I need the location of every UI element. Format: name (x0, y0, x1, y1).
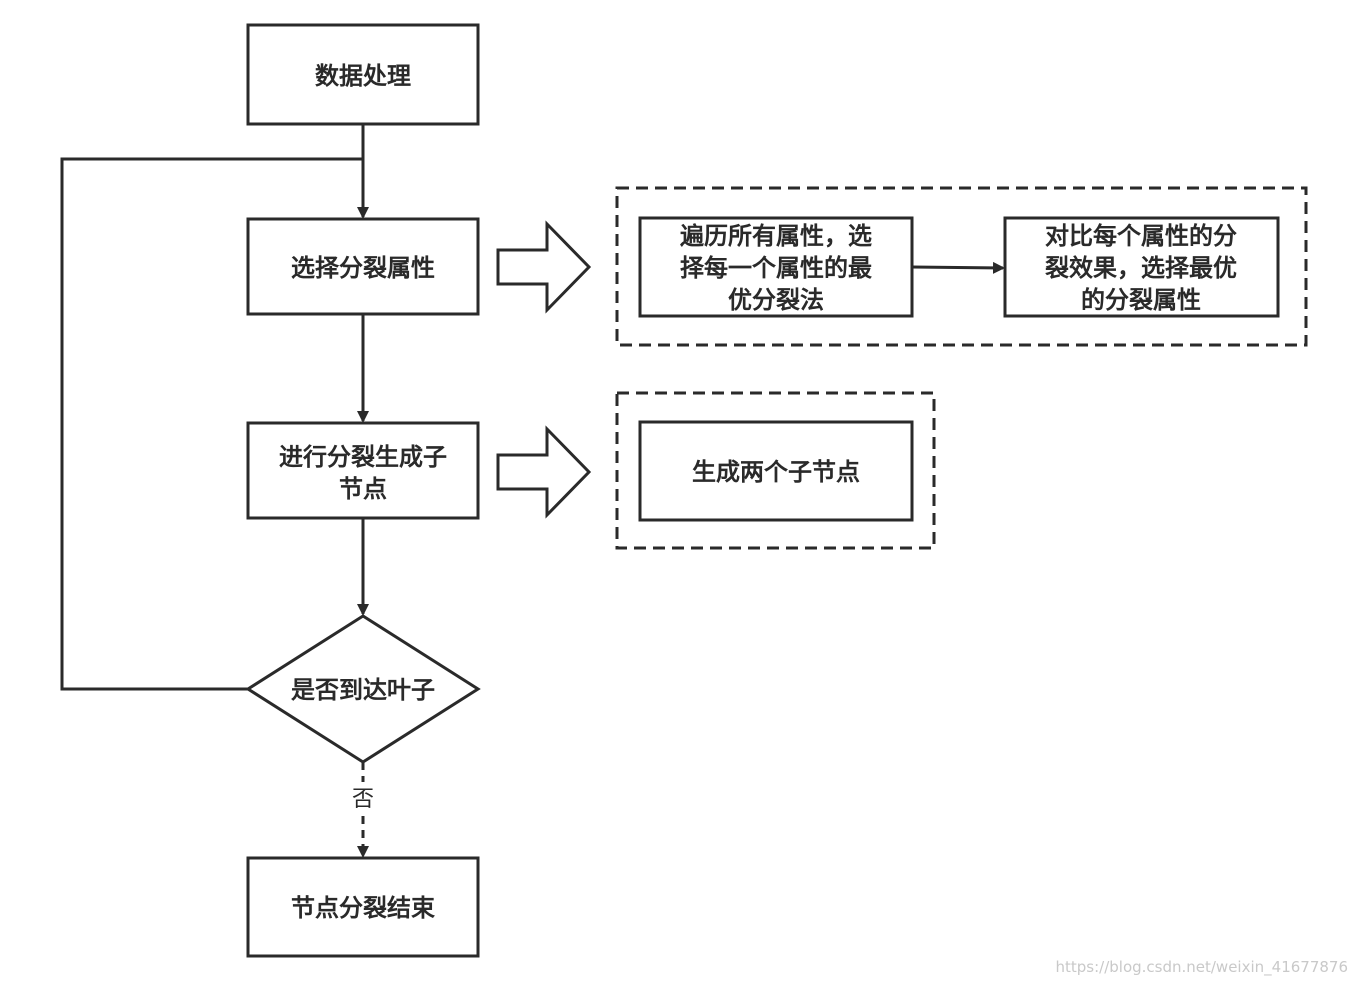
node-compare-effects-line-2: 裂效果，选择最优 (1045, 254, 1237, 282)
dashed-group-child-generation (615, 391, 936, 550)
node-compare-effects: 对比每个属性的分 裂效果，选择最优 的分裂属性 (1003, 216, 1280, 318)
block-arrow-to-child-group (496, 425, 592, 519)
block-arrow-to-attribute-group (496, 220, 592, 314)
node-traverse-attributes-line-3: 优分裂法 (728, 286, 824, 314)
node-traverse-attributes-line-2: 择每一个属性的最 (680, 254, 873, 282)
node-select-split-attribute-label: 选择分裂属性 (291, 254, 435, 282)
dashed-group-attribute-selection (615, 186, 1308, 347)
node-split-generate-children-line-1: 进行分裂生成子 (279, 443, 447, 471)
node-split-end-label: 节点分裂结束 (291, 894, 436, 922)
edge-traverse-to-compare (911, 261, 1005, 274)
edge-loop-back (60, 157, 363, 691)
node-generate-two-children-label: 生成两个子节点 (692, 458, 860, 486)
node-split-generate-children: 进行分裂生成子 节点 (246, 421, 480, 520)
node-traverse-attributes: 遍历所有属性，选 择每一个属性的最 优分裂法 (638, 216, 914, 318)
edge-label-no: 否 (352, 787, 374, 812)
watermark-text: https://blog.csdn.net/weixin_41677876 (1055, 958, 1348, 977)
node-split-generate-children-line-2: 节点 (339, 475, 387, 503)
node-generate-two-children: 生成两个子节点 (638, 420, 914, 522)
node-compare-effects-line-3: 的分裂属性 (1081, 286, 1201, 314)
node-data-processing-label: 数据处理 (315, 62, 411, 90)
node-traverse-attributes-line-1: 遍历所有属性，选 (680, 222, 872, 250)
node-split-end: 节点分裂结束 (246, 856, 480, 958)
node-reach-leaf-decision-label: 是否到达叶子 (291, 676, 435, 704)
node-select-split-attribute: 选择分裂属性 (246, 217, 480, 316)
node-data-processing: 数据处理 (246, 23, 480, 126)
node-compare-effects-line-1: 对比每个属性的分 (1045, 222, 1237, 250)
node-reach-leaf-decision: 是否到达叶子 (245, 614, 481, 764)
